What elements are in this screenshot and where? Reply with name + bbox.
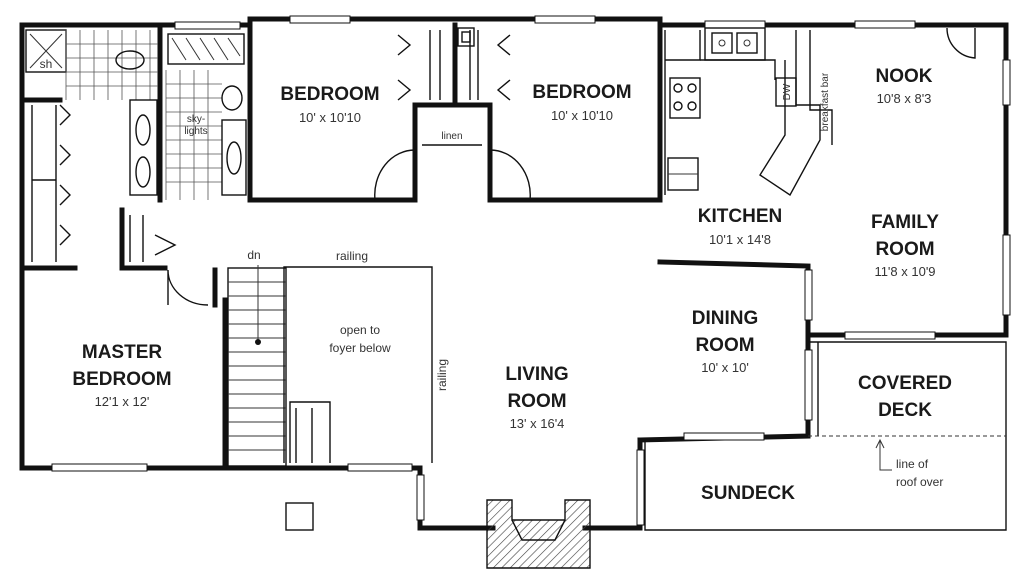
open-foyer-note: open to bbox=[340, 323, 380, 337]
dishwasher-note: DW bbox=[782, 83, 793, 100]
windows bbox=[51, 15, 1011, 526]
skylights-note-2: lights bbox=[184, 126, 207, 137]
bedroom-right-size: 10' x 10'10 bbox=[551, 108, 613, 123]
master-bedroom-label-2: BEDROOM bbox=[72, 369, 171, 390]
master-bath bbox=[25, 29, 158, 262]
living-room-label-2: ROOM bbox=[507, 391, 566, 412]
plan-notes: sh sky- lights linen dn railing railing … bbox=[40, 57, 944, 489]
kitchen-size: 10'1 x 14'8 bbox=[709, 232, 771, 247]
nook-label: NOOK bbox=[876, 66, 933, 87]
shower-note: sh bbox=[40, 57, 53, 71]
kitchen-fixtures bbox=[664, 27, 976, 197]
deck-structures bbox=[285, 341, 1007, 531]
roof-line-note: line of bbox=[896, 457, 929, 471]
railing-side-note: railing bbox=[435, 359, 449, 391]
family-room-label-2: ROOM bbox=[875, 239, 934, 260]
exterior-walls bbox=[19, 16, 1009, 531]
bedroom-left-size: 10' x 10'10 bbox=[299, 110, 361, 125]
dining-room-label-2: ROOM bbox=[695, 335, 754, 356]
sundeck-label: SUNDECK bbox=[701, 483, 795, 504]
bedroom-left-label: BEDROOM bbox=[280, 84, 379, 105]
skylights-note: sky- bbox=[187, 114, 205, 125]
dining-room-size: 10' x 10' bbox=[701, 360, 749, 375]
family-room-size: 11'8 x 10'9 bbox=[874, 264, 935, 279]
bedroom-doors bbox=[129, 27, 531, 306]
family-room-label: FAMILY bbox=[871, 212, 939, 233]
nook-size: 10'8 x 8'3 bbox=[877, 91, 932, 106]
roof-line-note-2: roof over bbox=[896, 475, 943, 489]
linen-note: linen bbox=[441, 131, 462, 142]
dining-room-label: DINING bbox=[692, 308, 759, 329]
master-bedroom-label: MASTER bbox=[82, 342, 163, 363]
living-room-size: 13' x 16'4 bbox=[510, 416, 565, 431]
breakfast-bar-note: breakfast bar bbox=[820, 72, 831, 131]
stairs bbox=[227, 265, 433, 467]
bedroom-right-label: BEDROOM bbox=[532, 82, 631, 103]
covered-deck-label-2: DECK bbox=[878, 400, 932, 421]
railing-top-note: railing bbox=[336, 249, 368, 263]
down-note: dn bbox=[247, 248, 260, 262]
fireplace bbox=[486, 499, 591, 569]
kitchen-label: KITCHEN bbox=[698, 206, 782, 227]
living-room-label: LIVING bbox=[505, 364, 568, 385]
open-foyer-note-2: foyer below bbox=[329, 341, 391, 355]
room-labels: MASTER BEDROOM 12'1 x 12' BEDROOM 10' x … bbox=[72, 66, 952, 504]
master-bedroom-size: 12'1 x 12' bbox=[95, 394, 150, 409]
second-bath bbox=[165, 33, 247, 200]
covered-deck-label: COVERED bbox=[858, 373, 952, 394]
